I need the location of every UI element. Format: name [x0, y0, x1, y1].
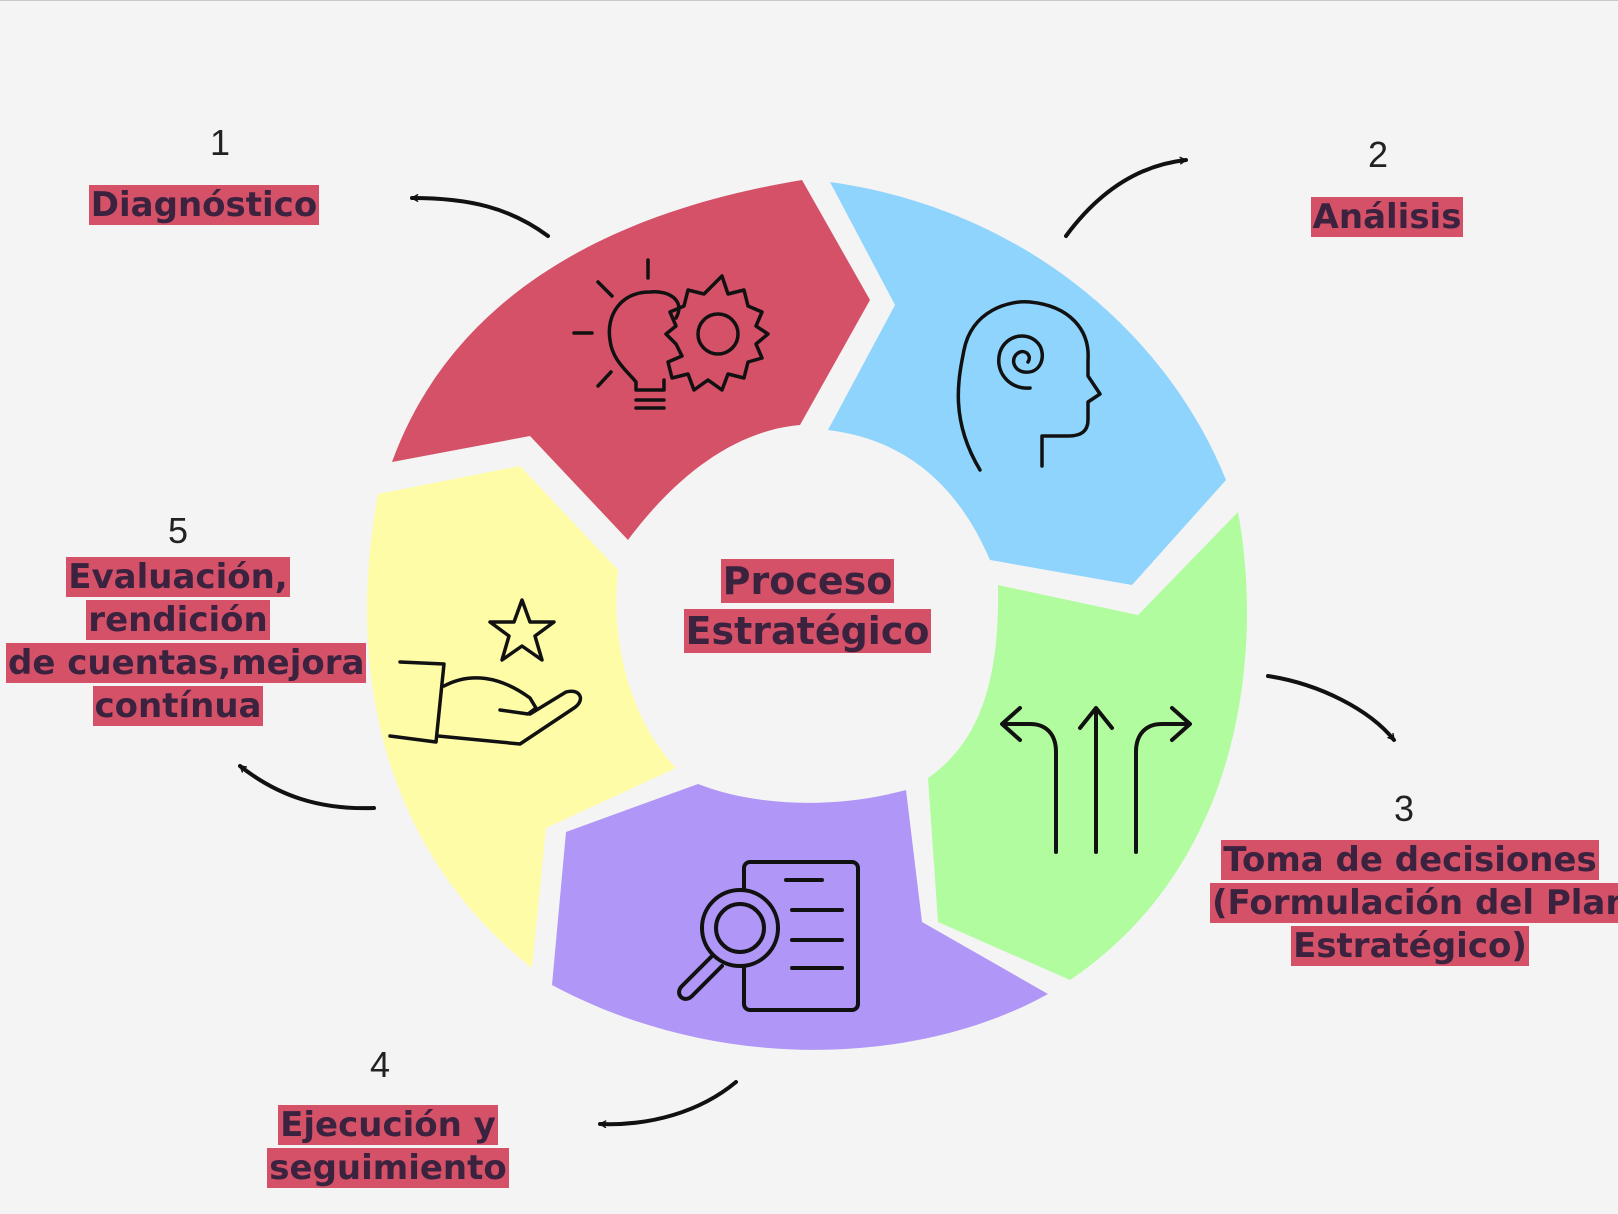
step-label-line: contínua	[92, 686, 264, 726]
step-label-line: seguimiento	[267, 1148, 509, 1188]
step-label-analisis: Análisis	[1262, 196, 1512, 239]
arrow-to-toma-decisiones	[1266, 674, 1396, 742]
document-search-icon	[677, 860, 860, 1012]
step-label-ejecucion: Ejecución y seguimiento	[258, 1104, 518, 1190]
step-number-5: 5	[167, 510, 189, 551]
top-border	[0, 0, 1618, 1]
arrow-to-evaluacion	[238, 764, 376, 811]
segment-evaluacion	[367, 466, 676, 968]
step-label-line: Ejecución y	[278, 1105, 498, 1145]
segment-diagnostico	[392, 180, 870, 540]
step-label-line: Diagnóstico	[88, 185, 320, 225]
step-label-line: Toma de decisiones	[1221, 840, 1599, 880]
step-label-line: Evaluación,	[66, 557, 290, 597]
head-spiral-icon	[956, 300, 1102, 472]
step-label-line: Análisis	[1310, 197, 1464, 237]
step-number-3: 3	[1393, 788, 1415, 829]
segment-analisis	[828, 182, 1226, 585]
step-label-line: (Formulación del Plan	[1210, 883, 1618, 923]
center-title-line1: Proceso	[720, 559, 895, 603]
step-label-line: Estratégico)	[1291, 926, 1529, 966]
step-number-4: 4	[369, 1044, 391, 1085]
segment-toma-decisiones	[928, 512, 1247, 980]
lightbulb-gear-icon	[572, 258, 770, 410]
segment-ejecucion	[552, 784, 1048, 1050]
arrow-to-diagnostico	[410, 194, 550, 238]
arrow-to-ejecucion	[598, 1080, 738, 1129]
hand-star-icon	[388, 598, 583, 746]
step-label-evaluacion: Evaluación, rendición de cuentas,mejora …	[6, 556, 367, 728]
center-title: Proceso Estratégico	[680, 556, 935, 656]
step-number-1: 1	[209, 122, 231, 163]
step-number-2: 2	[1367, 134, 1389, 175]
step-label-diagnostico: Diagnóstico	[64, 184, 344, 227]
center-title-line2: Estratégico	[683, 609, 932, 653]
step-label-line: de cuentas,mejora	[6, 643, 367, 683]
step-label-toma-decisiones: Toma de decisiones (Formulación del Plan…	[1210, 839, 1618, 968]
arrow-to-analisis	[1064, 156, 1188, 238]
step-label-line: rendición	[86, 600, 270, 640]
direction-arrows-icon	[1000, 706, 1192, 854]
